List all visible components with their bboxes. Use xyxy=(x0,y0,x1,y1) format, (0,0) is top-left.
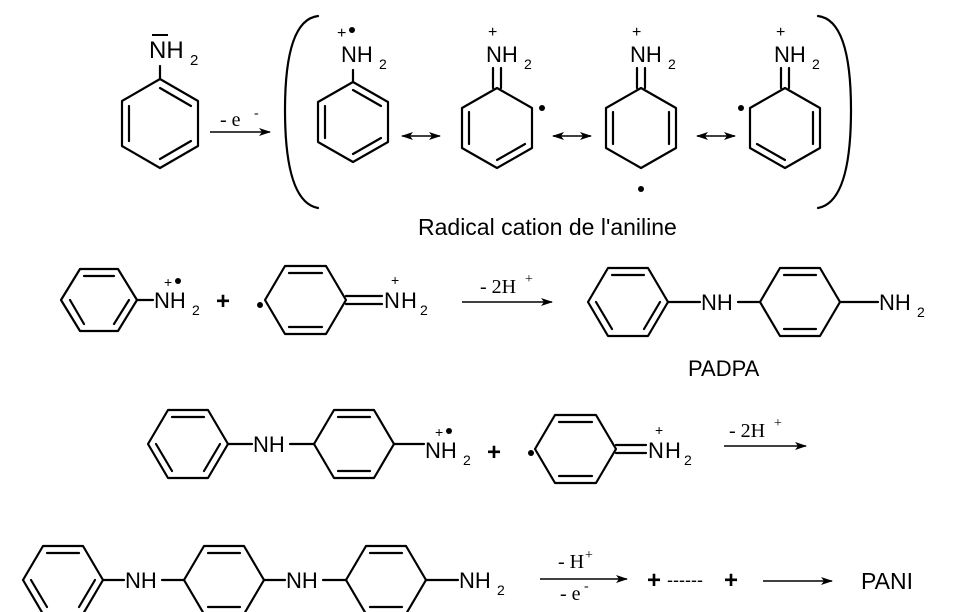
res1-n-label: NH xyxy=(341,42,373,67)
res3-n-sub: 2 xyxy=(668,56,676,72)
res2-n-label: NH xyxy=(486,42,518,67)
res2-n-sub: 2 xyxy=(524,56,532,72)
res2-radical-dot xyxy=(539,105,545,111)
padpa-nh2-sub: 2 xyxy=(917,304,925,320)
padpa-nh2-label: NH xyxy=(879,290,911,315)
aniline-n-label: NH xyxy=(149,37,184,64)
r2-radical-dot xyxy=(175,278,181,284)
r2b-n-sub: 2 xyxy=(420,302,428,318)
reactant-para-radical: N H 2 + xyxy=(257,264,428,336)
r4-nh2-sub: 2 xyxy=(497,582,505,598)
aniline-n-sub: 2 xyxy=(190,52,198,69)
res4-n-label: NH xyxy=(774,42,806,67)
row-pani-formation: NH NH NH 2 - H + - e - + ------ + PANI xyxy=(21,544,913,612)
pani-label: PANI xyxy=(861,568,913,594)
padpa-name: PADPA xyxy=(688,356,760,381)
radical-cation-caption: Radical cation de l'aniline xyxy=(418,214,677,240)
r3-charge: + xyxy=(435,424,443,440)
r3-para-radical: N H 2 + xyxy=(528,413,692,485)
res1-charge: + xyxy=(337,25,346,42)
r3-para-radical-dot xyxy=(528,450,534,456)
r4-arrow-bottom-sup: - xyxy=(584,579,589,594)
res4-radical-dot xyxy=(738,105,744,111)
res3-n-label: NH xyxy=(630,42,662,67)
res3-radical-dot xyxy=(638,186,644,192)
res1-n-sub: 2 xyxy=(379,56,387,72)
r3-nh2-label: NH xyxy=(425,438,457,463)
oxidation-arrow-sup: - xyxy=(254,106,259,121)
oxidation-arrow-label: - e xyxy=(220,109,241,131)
r3-nh2-sub: 2 xyxy=(463,452,471,468)
r3-arrow-sup: + xyxy=(774,416,782,431)
bracket-right xyxy=(816,14,853,210)
res3-charge: + xyxy=(632,24,641,41)
r3b-n-label: N xyxy=(648,438,664,463)
row-aniline-oxidation: NH 2 - e - NH 2 + NH xyxy=(120,14,853,240)
aniline-molecule: NH 2 xyxy=(120,34,200,170)
r3-plus: + xyxy=(487,439,501,466)
r3b-n-sub: 2 xyxy=(684,452,692,468)
row-chain-growth: NH NH 2 + + N H 2 + - 2H + xyxy=(146,408,807,485)
resonance-structure-4: NH 2 + xyxy=(738,24,822,170)
res4-n-sub: 2 xyxy=(812,56,820,72)
resonance-structure-1: NH 2 + xyxy=(316,25,390,164)
r4-nh-1-label: NH xyxy=(125,568,157,593)
padpa-radical-cation: NH NH 2 + xyxy=(146,408,471,480)
r2b-h-label: H xyxy=(401,288,417,313)
r3b-charge: + xyxy=(655,422,663,438)
r2-arrow-sup: + xyxy=(525,272,533,287)
r2-plus-1: + xyxy=(216,288,230,315)
r3b-h-label: H xyxy=(665,438,681,463)
r3-arrow-label: - 2H xyxy=(729,420,765,442)
r2-n-label: NH xyxy=(154,288,186,313)
r4-plus-1: + xyxy=(647,567,661,594)
resonance-structure-2: NH 2 + xyxy=(460,24,545,170)
r4-plus-2: + xyxy=(724,567,738,594)
r4-dashes: ------ xyxy=(667,570,703,590)
r4-arrow: - H + - e - xyxy=(540,548,628,605)
padpa-molecule: NH NH 2 xyxy=(586,266,925,338)
r4-arrow-top-label: - H xyxy=(558,551,584,573)
r4-arrow-bottom-label: - e xyxy=(560,583,581,605)
r4-arrow-top-sup: + xyxy=(585,548,593,563)
r2-arrow: - 2H + xyxy=(462,272,553,306)
res2-charge: + xyxy=(488,24,497,41)
r3-radical-dot xyxy=(446,428,452,434)
r2b-charge: + xyxy=(391,272,399,288)
row-padpa-formation: NH 2 + + N H 2 + - 2H + NH xyxy=(59,264,925,381)
r4-nh2-label: NH xyxy=(459,568,491,593)
r3-arrow: - 2H + xyxy=(724,416,807,450)
resonance-structure-3: NH 2 + xyxy=(604,24,678,192)
trimer-molecule: NH NH NH 2 xyxy=(21,544,505,612)
r3-nh-label: NH xyxy=(253,432,285,457)
bracket-left xyxy=(283,14,320,210)
oxidation-arrow: - e - xyxy=(210,106,271,136)
r2-n-sub: 2 xyxy=(192,302,200,318)
res1-radical-dot xyxy=(349,27,355,33)
res4-charge: + xyxy=(776,24,785,41)
r4-nh-2-label: NH xyxy=(286,568,318,593)
r2-arrow-label: - 2H xyxy=(480,276,516,298)
r2-para-radical-dot xyxy=(257,302,263,308)
reactant-radical-cation: NH 2 + xyxy=(59,267,200,333)
r2-charge: + xyxy=(164,274,172,290)
r2b-n-label: N xyxy=(384,288,400,313)
padpa-nh-label: NH xyxy=(701,290,733,315)
